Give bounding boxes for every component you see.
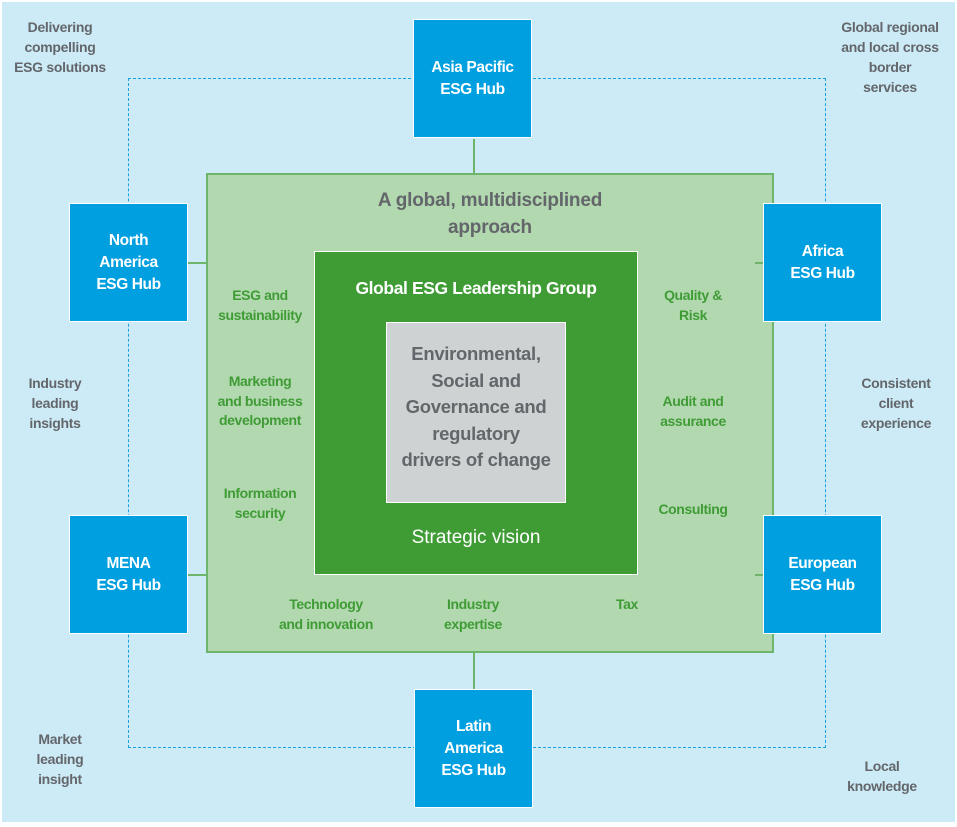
discipline-quality-risk: Quality & Risk bbox=[664, 287, 722, 323]
benefit-top-right: Global regional and local cross border s… bbox=[841, 19, 939, 95]
discipline-audit-assurance: Audit and assurance bbox=[660, 393, 726, 429]
discipline-marketing: Marketing and business development bbox=[217, 373, 303, 428]
hub-africa[interactable]: Africa ESG Hub bbox=[763, 203, 882, 322]
esg-drivers-text: Environmental, Social and Governance and… bbox=[401, 343, 551, 470]
hub-latin-america-label: Latin America ESG Hub bbox=[441, 717, 506, 779]
hub-european[interactable]: European ESG Hub bbox=[763, 515, 882, 634]
connector-africa-short bbox=[755, 262, 763, 264]
benefit-mid-right: Consistent client experience bbox=[860, 375, 932, 431]
connector-latin-america bbox=[473, 653, 475, 689]
strategic-vision-label: Strategic vision bbox=[411, 527, 541, 548]
discipline-consulting: Consulting bbox=[658, 501, 728, 517]
benefit-bottom-right: Local knowledge bbox=[847, 758, 917, 794]
hub-africa-label: Africa ESG Hub bbox=[790, 242, 855, 282]
connector-mena bbox=[188, 574, 206, 576]
connector-european-short bbox=[755, 574, 763, 576]
hub-latin-america[interactable]: Latin America ESG Hub bbox=[414, 689, 533, 808]
hub-north-america[interactable]: North America ESG Hub bbox=[69, 203, 188, 322]
hub-asia-pacific-label: Asia Pacific ESG Hub bbox=[431, 58, 514, 98]
hub-mena-label: MENA ESG Hub bbox=[96, 554, 161, 594]
hub-european-label: European ESG Hub bbox=[788, 554, 857, 594]
leadership-group-title: Global ESG Leadership Group bbox=[355, 278, 597, 298]
benefit-bottom-left: Market leading insight bbox=[36, 731, 84, 787]
approach-title: A global, multidisciplined approach bbox=[377, 190, 603, 238]
hub-asia-pacific[interactable]: Asia Pacific ESG Hub bbox=[413, 19, 532, 138]
benefit-mid-left: Industry leading insights bbox=[28, 375, 82, 431]
hub-north-america-label: North America ESG Hub bbox=[96, 231, 161, 293]
connector-asia-pacific bbox=[473, 139, 475, 173]
connector-north-america bbox=[188, 262, 206, 264]
discipline-tax: Tax bbox=[616, 596, 638, 612]
benefit-top-left: Delivering compelling ESG solutions bbox=[14, 19, 106, 75]
esg-drivers-box: Environmental, Social and Governance and… bbox=[386, 322, 566, 503]
discipline-esg-sustainability: ESG and sustainability bbox=[218, 287, 302, 323]
discipline-technology: Technology and innovation bbox=[279, 596, 373, 632]
discipline-information-security: Information security bbox=[223, 485, 297, 521]
hub-mena[interactable]: MENA ESG Hub bbox=[69, 515, 188, 634]
discipline-industry-expertise: Industry expertise bbox=[444, 596, 502, 632]
